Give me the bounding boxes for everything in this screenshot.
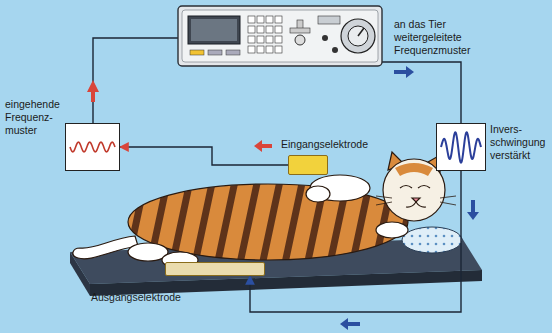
- node-label: Eingangselektrode: [281, 138, 368, 151]
- wave-line: [441, 132, 481, 162]
- node-label: eingehende Frequenz- muster: [5, 98, 61, 137]
- wave-line: [70, 142, 115, 152]
- cat: [73, 152, 456, 268]
- electrode-pad: Eingangselektrode: [288, 155, 328, 175]
- flow-arrow: [254, 140, 272, 152]
- electrode-pad: Ausgangselektrode: [165, 262, 265, 276]
- node-label: Invers- schwingung verstärkt: [490, 123, 548, 162]
- frequency-device: [178, 6, 382, 66]
- node-label: Ausgangselektrode: [91, 291, 181, 304]
- wave-signal: [66, 124, 119, 170]
- flow-arrow: [467, 200, 479, 220]
- flow-arrow: [340, 318, 360, 330]
- signal-connector: [120, 147, 288, 165]
- flow-arrow: [87, 80, 99, 102]
- flow-arrow: [394, 66, 414, 78]
- wave-box: Invers- schwingung verstärkt: [436, 123, 486, 171]
- annotation: an das Tier weitergeleitete Frequenzmust…: [394, 18, 486, 57]
- wave-box: eingehende Frequenz- muster: [65, 123, 120, 171]
- pillow: [402, 227, 462, 253]
- wave-signal: [437, 124, 485, 170]
- signal-connector: [250, 171, 461, 312]
